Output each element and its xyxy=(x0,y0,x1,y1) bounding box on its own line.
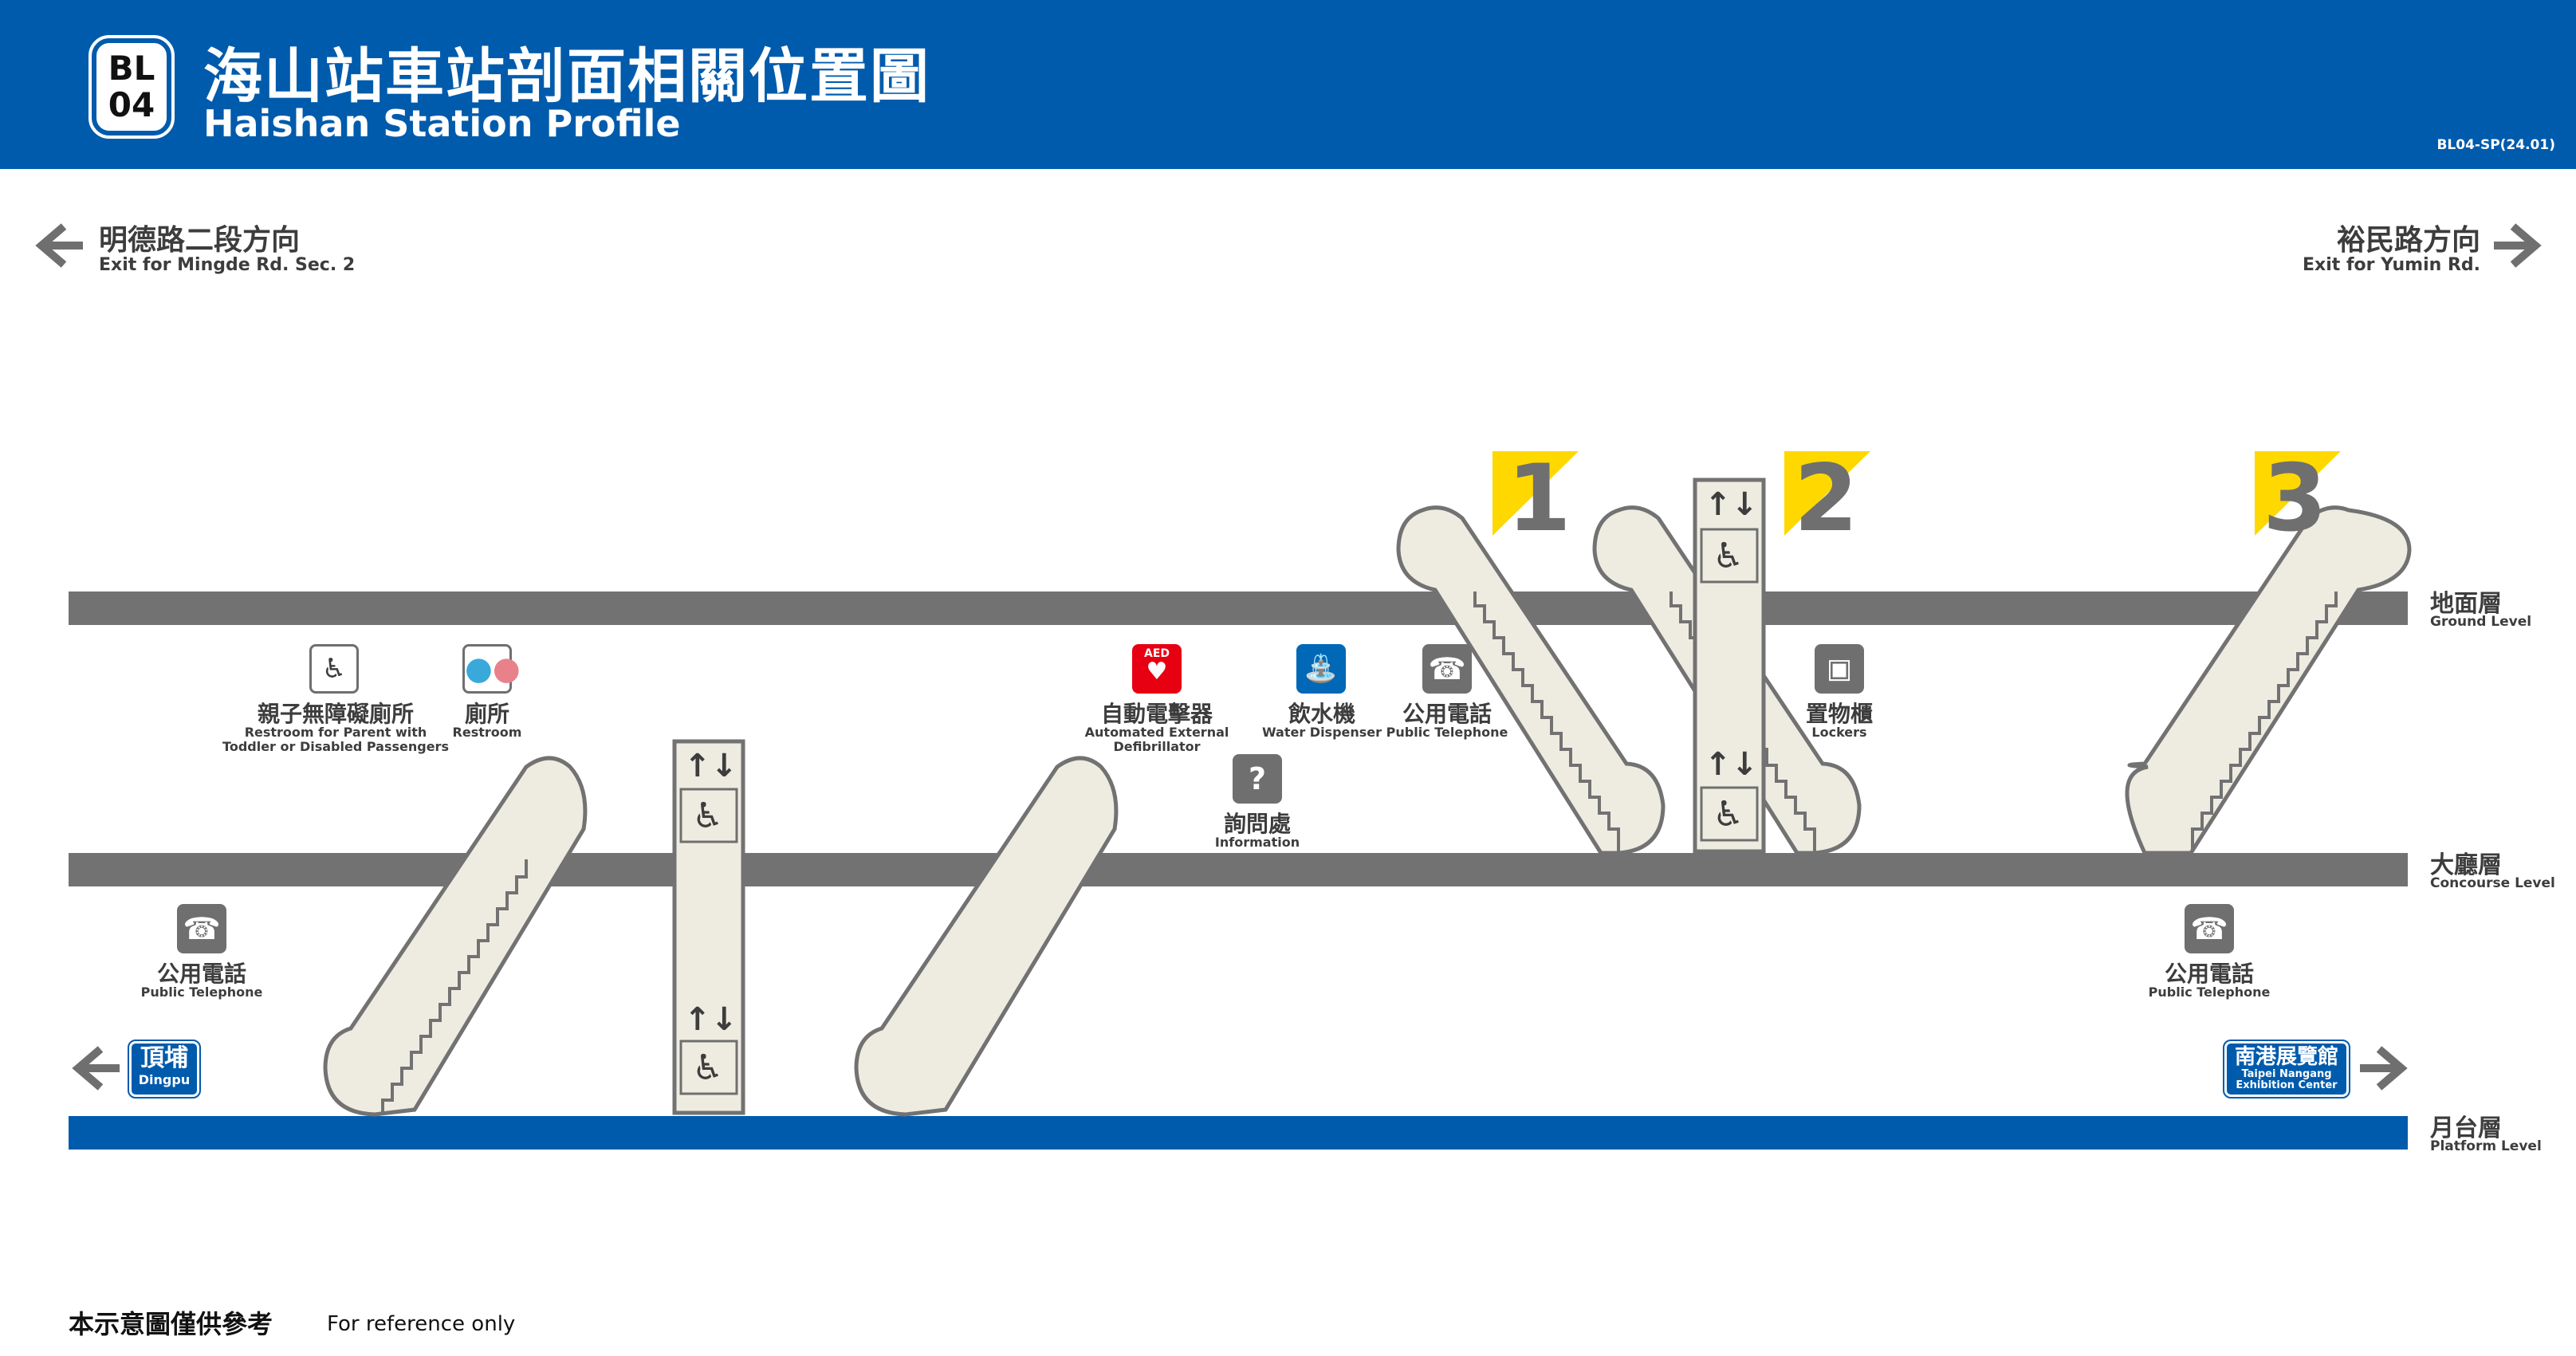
station-nangang-zh: 南港展覽館 xyxy=(2234,1045,2338,1069)
family-restroom-zh: 親子無障礙廁所 xyxy=(257,701,414,727)
level-label-ground-en: Ground Level xyxy=(2430,614,2532,630)
wheelchair-icon: ♿ xyxy=(1713,536,1744,576)
station-dingpu-zh: 頂埔 xyxy=(140,1044,188,1072)
badge-line-code: BL xyxy=(108,49,155,88)
information-zh: 詢問處 xyxy=(1223,811,1291,837)
escalator-platform-middle xyxy=(854,756,1119,1117)
level-label-platform-en: Platform Level xyxy=(2430,1138,2542,1154)
arrow-right-icon xyxy=(2494,223,2542,268)
lockers-zh: 置物櫃 xyxy=(1805,701,1873,727)
station-nangang-en2: Exhibition Center xyxy=(2236,1079,2338,1091)
right-direction-en: Exit for Yumin Rd. xyxy=(2303,255,2480,275)
badge-line-number: 04 xyxy=(108,85,155,124)
left-direction-en: Exit for Mingde Rd. Sec. 2 xyxy=(99,255,356,275)
ground-level-floor xyxy=(69,592,2408,625)
arrow-left-icon xyxy=(35,223,83,268)
exit-number-3: 3 xyxy=(2263,445,2327,552)
left-direction-zh: 明德路二段方向 xyxy=(99,224,301,257)
station-dingpu-en: Dingpu xyxy=(138,1072,191,1087)
restroom-icon: ●● xyxy=(462,644,521,694)
aed-en2: Defibrillator xyxy=(1113,739,1201,754)
level-label-platform-zh: 月台層 xyxy=(2430,1114,2502,1142)
information-en: Information xyxy=(1214,835,1300,850)
water-dispenser-zh: 飲水機 xyxy=(1288,701,1355,727)
family-restroom-icon: ♿ xyxy=(309,644,359,694)
locker-icon: ▣ xyxy=(1815,644,1864,694)
aed-zh: 自動電擊器 xyxy=(1100,701,1213,727)
family-restroom-en2: Toddler or Disabled Passengers xyxy=(222,739,449,754)
telephone-icon: ☎ xyxy=(2185,904,2234,953)
footer-disclaimer-en: For reference only xyxy=(327,1312,516,1336)
aed-en1: Automated External xyxy=(1084,725,1229,740)
map-code: BL04-SP(24.01) xyxy=(2436,137,2555,153)
level-label-ground-zh: 地面層 xyxy=(2430,590,2502,618)
concourse-level-floor xyxy=(69,853,2408,886)
page-title-en: Haishan Station Profile xyxy=(203,102,681,145)
right-direction-zh: 裕民路方向 xyxy=(2336,224,2480,257)
restroom-zh: 廁所 xyxy=(464,701,509,727)
page-title-zh: 海山站車站剖面相關位置圖 xyxy=(203,42,930,111)
wheelchair-icon: ♿ xyxy=(692,1047,724,1088)
header-bar: BL 04 海山站車站剖面相關位置圖 Haishan Station Profi… xyxy=(0,0,2576,169)
station-dingpu: 頂埔 Dingpu xyxy=(128,1040,201,1099)
telephone-left-en: Public Telephone xyxy=(140,985,263,1000)
platform-level-floor xyxy=(69,1116,2408,1150)
exit-3-flag xyxy=(2255,451,2341,536)
telephone-ground-zh: 公用電話 xyxy=(1402,701,1492,727)
lockers-en: Lockers xyxy=(1811,725,1867,740)
wheelchair-icon: ♿ xyxy=(1713,794,1744,835)
restroom-en: Restroom xyxy=(452,725,522,740)
station-nangang-exhibition: 南港展覽館 Taipei Nangang Exhibition Center xyxy=(2223,1040,2350,1099)
telephone-icon: ☎ xyxy=(1422,644,1472,694)
telephone-right-en: Public Telephone xyxy=(2148,985,2271,1000)
exit-number-2: 2 xyxy=(1794,445,1858,552)
exit-number-1: 1 xyxy=(1507,445,1571,552)
elevator-up-down-icon: ↑↓ xyxy=(1705,486,1759,523)
escalator-exit-1 xyxy=(1396,505,1666,855)
station-nangang-en1: Taipei Nangang xyxy=(2241,1068,2332,1080)
escalator-platform-left xyxy=(323,756,588,1117)
wheelchair-icon: ♿ xyxy=(692,796,724,836)
level-label-concourse-zh: 大廳層 xyxy=(2430,851,2502,879)
footer-disclaimer-zh: 本示意圖僅供參考 xyxy=(69,1309,273,1339)
elevator-platform xyxy=(672,739,745,1115)
water-dispenser-en: Water Dispenser xyxy=(1261,725,1382,740)
level-label-concourse-en: Concourse Level xyxy=(2430,875,2555,891)
exit-1-flag xyxy=(1493,451,1579,536)
arrow-left-icon xyxy=(72,1046,120,1091)
elevator-up-down-icon: ↑↓ xyxy=(684,1001,738,1038)
telephone-ground-en: Public Telephone xyxy=(1386,725,1508,740)
elevator-up-down-icon: ↑↓ xyxy=(1705,746,1759,783)
information-icon: ? xyxy=(1233,754,1282,804)
telephone-right-zh: 公用電話 xyxy=(2164,961,2254,987)
family-restroom-en1: Restroom for Parent with xyxy=(244,725,427,740)
station-code-badge: BL 04 xyxy=(88,35,175,139)
aed-badge-text: AED xyxy=(1143,647,1170,660)
telephone-icon: ☎ xyxy=(177,904,226,953)
aed-icon: AED ♥ xyxy=(1132,644,1182,694)
elevator-ground xyxy=(1693,478,1766,854)
elevator-up-down-icon: ↑↓ xyxy=(684,748,738,784)
escalator-exit-3 xyxy=(2125,505,2412,855)
telephone-left-zh: 公用電話 xyxy=(156,961,246,987)
water-dispenser-icon: ⛲ xyxy=(1296,644,1346,694)
arrow-right-icon xyxy=(2360,1046,2408,1091)
exit-2-flag xyxy=(1784,451,1870,536)
